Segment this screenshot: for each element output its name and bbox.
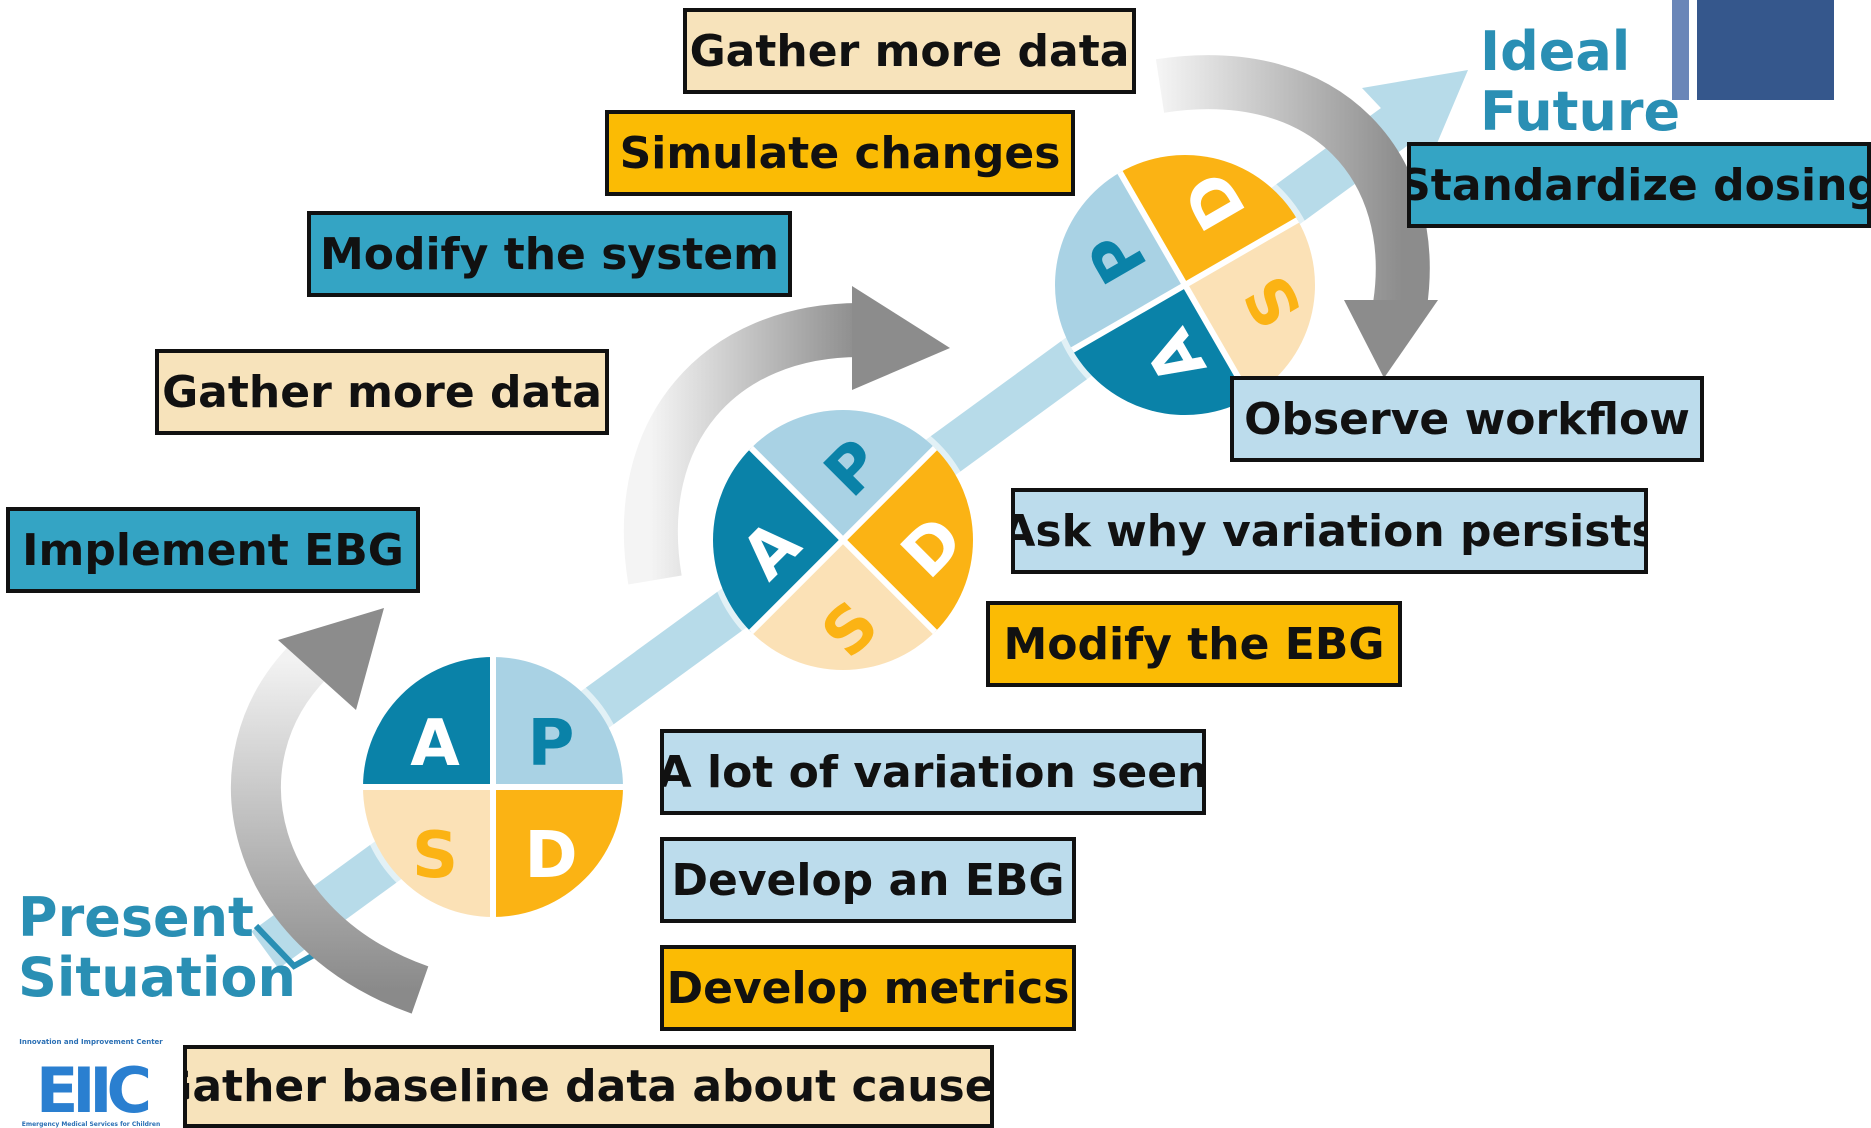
logo-bottom-text: Emergency Medical Services for Children	[22, 1121, 160, 1128]
pdsa-wheel-2: A P S D	[707, 404, 979, 676]
step-box: Observe workflow	[1230, 376, 1704, 462]
do-quadrant	[493, 787, 623, 917]
act-quadrant	[1072, 285, 1250, 415]
eiic-logo: Innovation and Improvement Center EIIC E…	[19, 1038, 163, 1128]
corner-accent-strip	[1672, 0, 1689, 100]
step-box: Gather more data	[155, 349, 609, 435]
cycle-arrow-3	[1155, 55, 1438, 378]
logo-letters: EIIC	[36, 1054, 148, 1127]
step-box: Ask why variation persists	[1011, 488, 1648, 574]
do-letter: D	[524, 819, 577, 893]
do-quadrant	[1120, 155, 1298, 285]
step-box: Simulate changes	[605, 110, 1075, 196]
step-box: Standardize dosing	[1407, 142, 1871, 228]
study-quadrant	[1185, 220, 1315, 398]
plan-quadrant	[1055, 172, 1185, 350]
plan-letter: P	[528, 707, 575, 781]
ideal-future-label: Ideal Future	[1480, 20, 1681, 143]
step-box: Develop an EBG	[660, 837, 1076, 923]
study-quadrant	[751, 540, 935, 670]
step-box: Develop metrics	[660, 945, 1076, 1031]
act-quadrant	[363, 657, 493, 787]
pdsa-wheel-3: A P S D	[1049, 149, 1321, 421]
study-quadrant	[363, 787, 493, 917]
act-quadrant	[713, 448, 843, 632]
step-box: Modify the EBG	[986, 601, 1402, 687]
cycle-arrow-1	[231, 608, 429, 1014]
cycle-arrow-2	[623, 286, 950, 585]
plan-quadrant	[493, 657, 623, 787]
plan-quadrant	[751, 410, 935, 540]
step-box: Gather baseline data about causes	[183, 1045, 994, 1128]
step-box: Implement EBG	[6, 507, 420, 593]
logo-top-text: Innovation and Improvement Center	[19, 1038, 163, 1046]
pdsa-wheel-1: A P S D	[357, 651, 629, 923]
act-letter: A	[410, 707, 460, 781]
ramp-arrowhead	[1362, 70, 1468, 160]
do-quadrant	[843, 448, 973, 632]
study-letter: S	[412, 819, 458, 893]
step-box: Gather more data	[683, 8, 1136, 94]
corner-accent-block	[1697, 0, 1834, 100]
present-situation-label: Present Situation	[18, 886, 296, 1009]
step-box: Modify the system	[307, 211, 792, 297]
step-box: A lot of variation seen	[660, 729, 1206, 815]
